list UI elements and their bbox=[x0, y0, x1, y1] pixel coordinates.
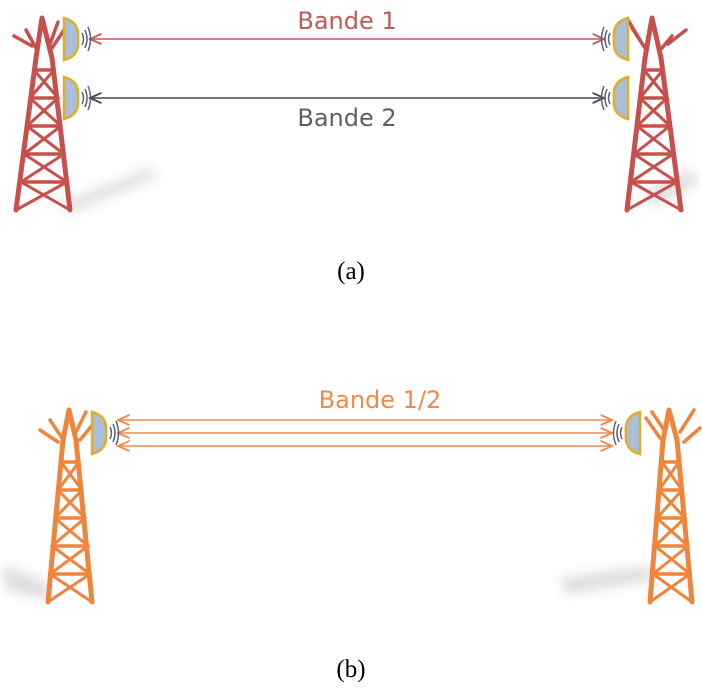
antenna-dish-icon bbox=[612, 75, 630, 121]
band-2-label: Bande 2 bbox=[297, 104, 396, 132]
transmission-tower-icon bbox=[644, 407, 702, 605]
tower-shadow bbox=[2, 565, 656, 600]
panel-a-caption: (a) bbox=[337, 258, 365, 285]
radio-waves-icon bbox=[81, 26, 611, 111]
transmission-tower-icon bbox=[12, 15, 73, 213]
band-1-2-links bbox=[118, 420, 612, 446]
antenna-dish-icon bbox=[62, 75, 80, 121]
panel-a: Bande 1 Bande 2 (a) bbox=[12, 7, 700, 285]
transmission-tower-icon bbox=[38, 407, 100, 605]
antenna-dish-icon bbox=[90, 410, 108, 456]
panel-b: Bande 1/2 (b) bbox=[2, 386, 702, 683]
antenna-dish-icon bbox=[612, 16, 630, 62]
tower-shadow bbox=[58, 168, 700, 212]
panel-b-caption: (b) bbox=[336, 656, 365, 683]
band-1-label: Bande 1 bbox=[297, 7, 396, 35]
antenna-dish-icon bbox=[624, 410, 642, 456]
band-1-2-label: Bande 1/2 bbox=[319, 386, 442, 414]
radio-waves-icon bbox=[109, 420, 623, 446]
antenna-dish-icon bbox=[62, 16, 80, 62]
transmission-tower-icon bbox=[624, 15, 688, 213]
